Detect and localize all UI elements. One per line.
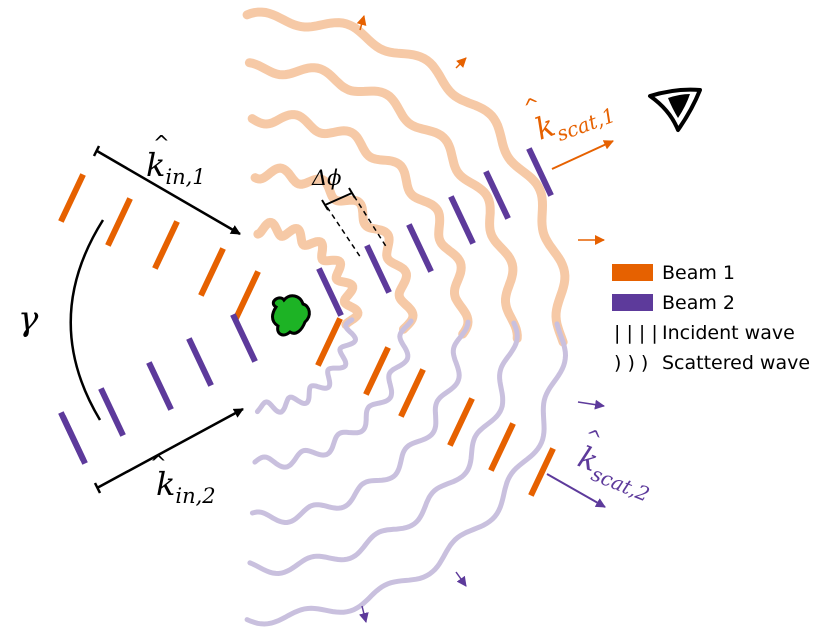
incident-bar-beam1: [105, 197, 133, 247]
small-direction-arrow: [455, 57, 467, 69]
eye-icon: [648, 87, 702, 132]
incident-bar-beam2: [316, 267, 344, 317]
k-in-2-label: kin,2: [156, 465, 216, 508]
scattered-wavefront-beam1: [244, 58, 522, 343]
incident-bar-beam1: [152, 220, 180, 270]
incident-bar-beam2: [230, 313, 258, 363]
delta-phi-label: Δϕ: [311, 166, 341, 190]
legend-beam1-swatch: [612, 264, 653, 281]
incident-bar-beam2: [526, 147, 554, 197]
k-scat-2-label: kscat,2: [571, 440, 659, 507]
incident-bar-beam1: [398, 368, 426, 418]
scattered-wavefront-beam1: [250, 163, 418, 334]
incident-bar-beam2: [448, 195, 476, 245]
scattered-wavefront-beam1: [253, 217, 363, 330]
k-scat-1-hat: ^: [520, 91, 544, 119]
incident-wavefronts: [58, 147, 556, 497]
scattered-wavefront-beam2: [249, 319, 471, 525]
legend-beam2-label: Beam 2: [662, 292, 735, 314]
scattered-wavefront-beam1: [242, 7, 570, 347]
incident-bar-beam2: [364, 244, 392, 294]
k-in-2-hat: ^: [150, 451, 167, 475]
outgoing-direction-arrows: [356, 15, 605, 623]
legend-scattered-symbol: ) ) ): [614, 352, 648, 374]
small-direction-arrow: [356, 15, 367, 31]
incident-bar-beam2: [146, 361, 174, 411]
legend-beam2-swatch: [612, 294, 653, 311]
incident-bar-beam1: [198, 247, 226, 297]
k-scat-1-label: kscat,1: [531, 88, 619, 153]
small-direction-arrow: [358, 605, 369, 623]
gamma-label: γ: [18, 299, 39, 339]
scattered-wavefront-beam2: [247, 320, 520, 577]
k-in-2-vector: [93, 407, 244, 494]
k-scat-2-arrow: [546, 473, 606, 508]
legend-beam1-label: Beam 1: [662, 262, 735, 284]
k-in-1-vector: [92, 145, 241, 236]
legend: Beam 1 Beam 2 | | | | Incident wave ) ) …: [612, 262, 810, 374]
incident-bar-beam2: [60, 415, 88, 465]
incident-bar-beam2: [98, 387, 126, 437]
k-in-1-label: kin,1: [146, 146, 206, 189]
incident-bar-beam1: [233, 270, 261, 320]
incident-bar-beam2: [483, 170, 511, 220]
incident-bar-beam1: [58, 173, 86, 223]
incident-bar-beam1: [315, 317, 343, 367]
delta-phi-bracket: [321, 187, 388, 259]
scattered-wavefront-beam1: [247, 110, 473, 339]
incident-bar-beam2: [406, 223, 434, 273]
small-direction-arrow: [577, 399, 605, 410]
legend-scattered-label: Scattered wave: [662, 352, 810, 374]
incident-bar-beam2: [186, 337, 214, 387]
k-in-1-hat: ^: [153, 131, 170, 155]
incident-bar-beam1: [447, 397, 475, 447]
legend-incident-symbol: | | | |: [614, 322, 658, 344]
incident-bar-beam1: [363, 346, 391, 396]
scattered-wavefront-beam2: [244, 321, 569, 627]
k-scat-1-arrow: [551, 140, 614, 170]
small-direction-arrow: [455, 571, 467, 587]
scattered-waves: [242, 7, 570, 627]
legend-incident-label: Incident wave: [662, 322, 795, 344]
incident-bar-beam1: [488, 422, 516, 472]
scattered-wavefront-beam2: [252, 318, 414, 470]
scattered-wavefront-beam2: [254, 317, 359, 415]
scattering-object: [271, 294, 311, 337]
incident-bar-beam1: [528, 447, 556, 497]
gamma-arc: [69, 219, 105, 421]
